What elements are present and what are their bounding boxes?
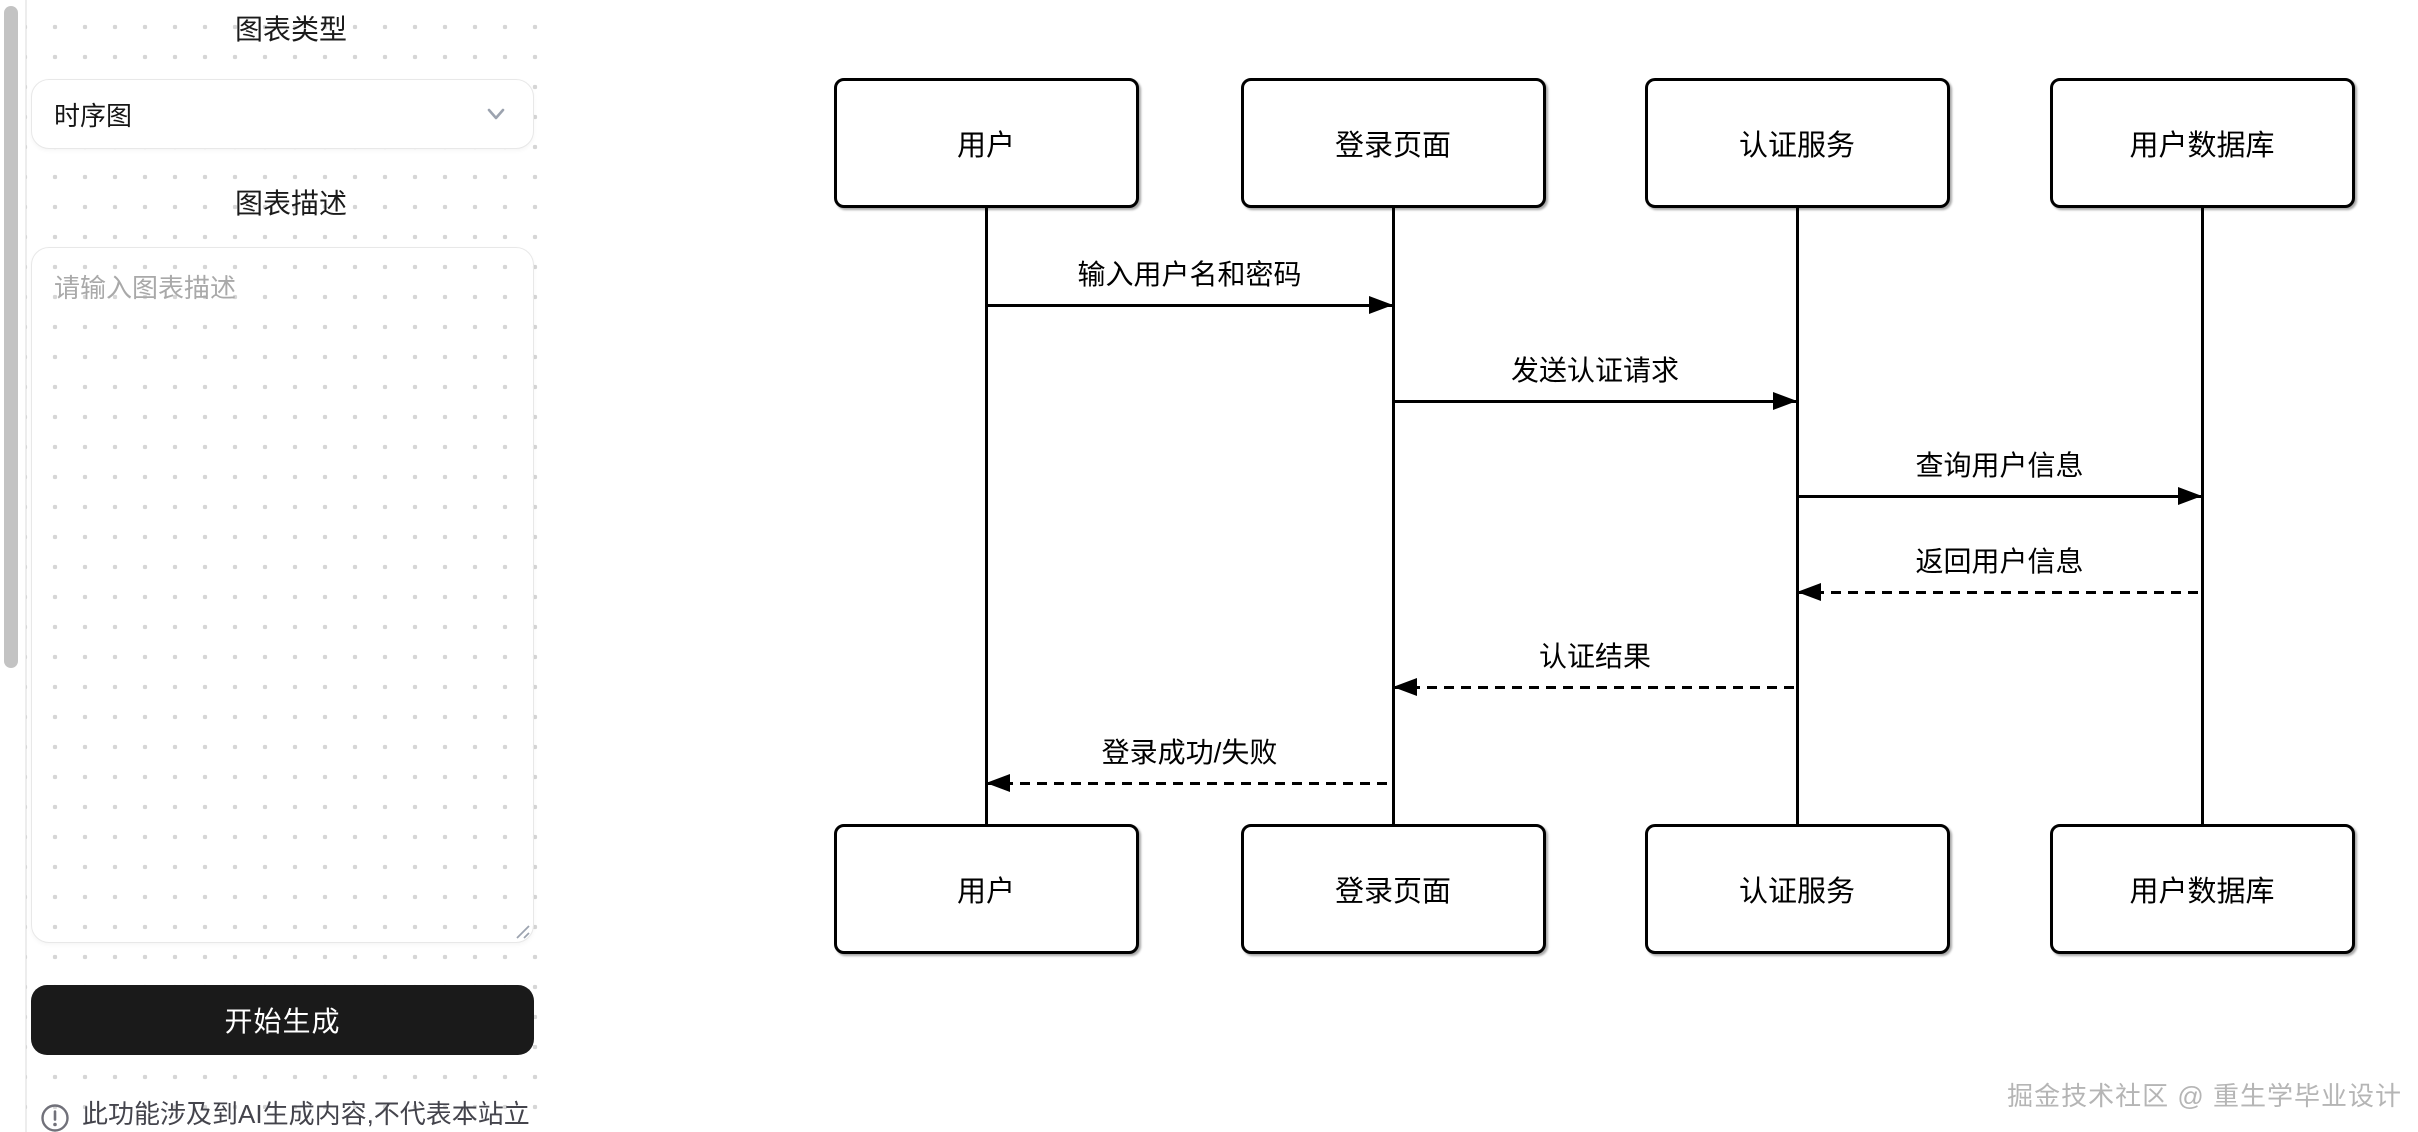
actor-box-bottom: 用户 (833, 824, 1139, 954)
message-label: 认证结果 (1538, 641, 1652, 672)
message-label: 返回用户信息 (1915, 546, 2084, 577)
disclaimer-text: 此功能涉及到AI生成内容,不代表本站立 (82, 1099, 530, 1129)
chart-desc-heading: 图表描述 (234, 188, 347, 219)
sidebar: 图表类型 时序图 图表描述 开始生成 此功能涉及到AI生成内容,不代表本站立 (26, 0, 556, 1132)
resize-handle-icon[interactable] (512, 921, 532, 941)
message-arrowhead (2178, 487, 2202, 505)
chart-desc-input[interactable] (31, 247, 534, 943)
message-line (986, 303, 1393, 307)
actor-box-top: 登录页面 (1240, 78, 1546, 208)
message-arrowhead (1369, 296, 1393, 314)
actor-box-bottom: 用户数据库 (2049, 824, 2355, 954)
message-label: 发送认证请求 (1510, 355, 1680, 386)
message-label: 登录成功/失败 (1101, 737, 1278, 768)
message-line (1797, 494, 2202, 498)
actor-box-top: 用户数据库 (2049, 78, 2355, 208)
chart-type-dropdown[interactable]: 时序图 (31, 79, 534, 149)
actor-box-bottom: 认证服务 (1644, 824, 1950, 954)
message-arrowhead (1393, 678, 1417, 696)
lifeline (1391, 208, 1395, 824)
message-label: 查询用户信息 (1915, 450, 2084, 481)
lifeline (984, 208, 988, 824)
message-arrowhead (986, 774, 1010, 792)
message-label: 输入用户名和密码 (1077, 259, 1302, 290)
lifeline (2200, 208, 2204, 824)
message-line (986, 781, 1393, 785)
lifeline (1795, 208, 1799, 824)
actor-box-bottom: 登录页面 (1240, 824, 1546, 954)
actor-box-top: 用户 (833, 78, 1139, 208)
actor-box-top: 认证服务 (1644, 78, 1950, 208)
message-line (1797, 590, 2202, 594)
info-icon (41, 1104, 69, 1132)
message-line (1393, 685, 1797, 689)
generate-button[interactable]: 开始生成 (31, 985, 534, 1055)
message-arrowhead (1773, 392, 1797, 410)
disclaimer: 此功能涉及到AI生成内容,不代表本站立 (40, 1097, 530, 1132)
page-scrollbar-thumb[interactable] (4, 6, 18, 668)
message-arrowhead (1797, 583, 1821, 601)
message-line (1393, 399, 1797, 403)
watermark: 掘金技术社区 @ 重生学毕业设计 (2007, 1081, 2402, 1111)
chart-type-heading: 图表类型 (234, 14, 347, 45)
chart-type-selected-value: 时序图 (54, 100, 133, 131)
chevron-down-icon (487, 108, 505, 120)
